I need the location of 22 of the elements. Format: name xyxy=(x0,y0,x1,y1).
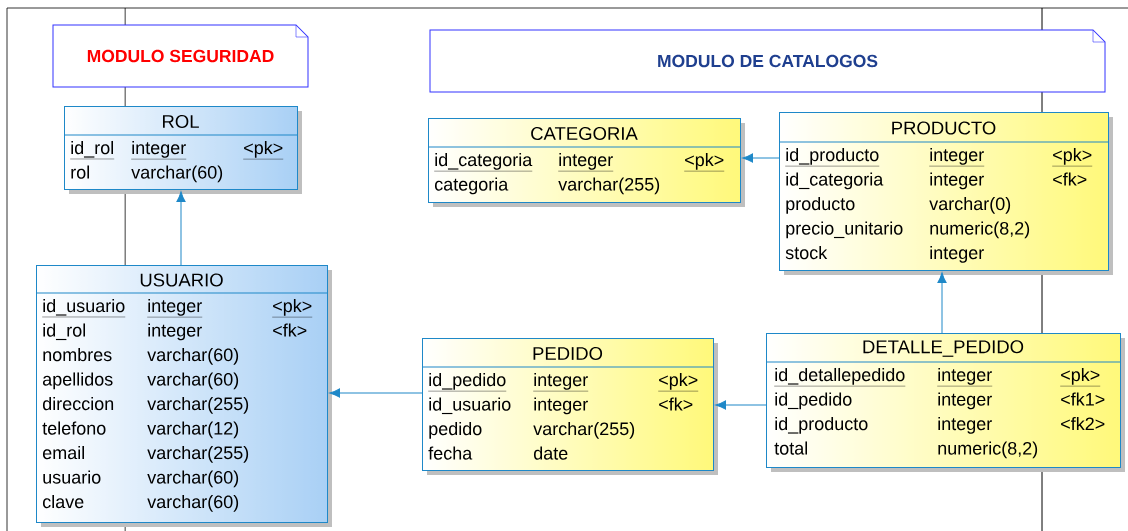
field-name: id_pedido xyxy=(428,372,507,392)
arrow xyxy=(329,388,423,398)
data-type: varchar(255) xyxy=(533,421,635,439)
table-name: PEDIDO xyxy=(533,346,603,361)
data-type: varchar(255) xyxy=(558,177,660,195)
arrow xyxy=(937,272,947,334)
arrow xyxy=(176,191,186,266)
arrow xyxy=(715,400,767,410)
data-type: date xyxy=(533,446,568,460)
note-box: MODULO SEGURIDAD xyxy=(52,24,309,88)
table-name: CATEGORIA xyxy=(531,126,638,141)
field-name: fecha xyxy=(428,446,473,460)
field-name: id_usuario xyxy=(429,397,511,415)
note-box: MODULO DE CATALOGOS xyxy=(429,29,1106,93)
data-type: integer xyxy=(533,372,589,392)
data-type: integer xyxy=(558,152,614,172)
field-name: pedido xyxy=(429,421,482,439)
arrow xyxy=(742,153,780,163)
key-marker: <fk> xyxy=(659,397,693,411)
data-type: integer xyxy=(534,397,588,415)
field-name: categoria xyxy=(434,177,509,195)
field-name: id_categoria xyxy=(434,152,533,172)
